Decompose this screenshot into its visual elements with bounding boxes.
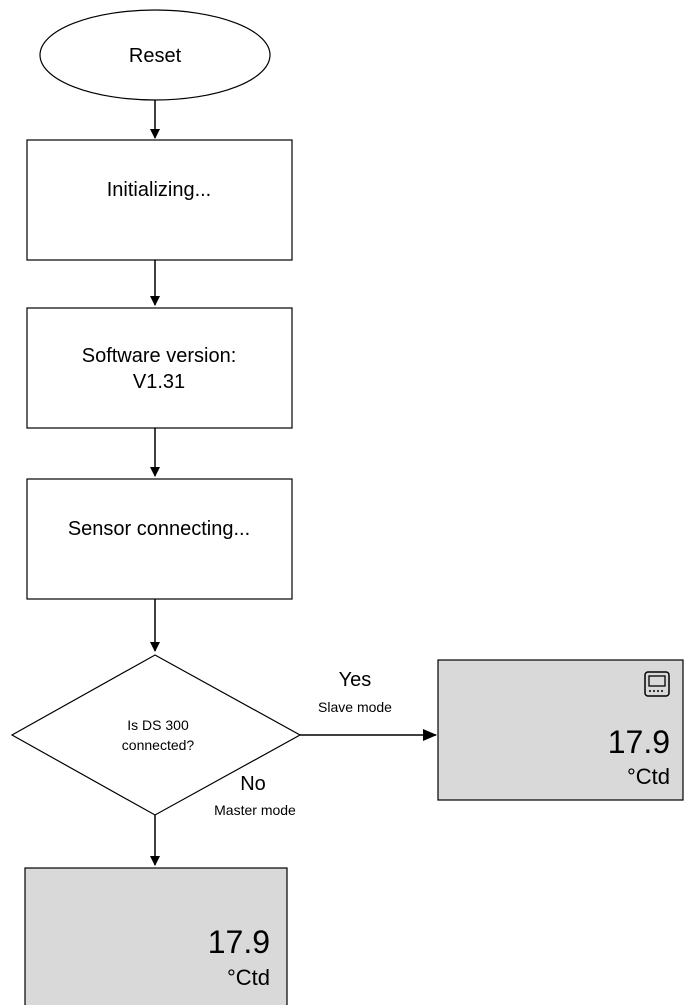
slave-mode-label: Slave mode bbox=[318, 699, 392, 715]
yes-label: Yes bbox=[339, 669, 372, 691]
display-master: 17.9 °Ctd bbox=[24, 867, 288, 1005]
display-slave: 17.9 °Ctd bbox=[437, 659, 684, 801]
initializing-label: Initializing... bbox=[107, 179, 212, 201]
decision-label-line1: Is DS 300 bbox=[127, 717, 189, 733]
start-label: Reset bbox=[129, 45, 182, 67]
device-icon bbox=[644, 671, 670, 697]
process-software-version: Software version: V1.31 bbox=[26, 307, 293, 429]
master-display-value: 17.9 bbox=[208, 924, 270, 960]
process-initializing: Initializing... bbox=[26, 139, 293, 261]
slave-display-unit: °Ctd bbox=[627, 764, 670, 789]
sensor-connecting-label: Sensor connecting... bbox=[68, 518, 250, 540]
decision-ds300-connected: Is DS 300 connected? bbox=[10, 654, 302, 816]
start-node: Reset bbox=[39, 9, 271, 101]
no-label: No bbox=[240, 773, 266, 795]
slave-display-value: 17.9 bbox=[608, 724, 670, 760]
software-version-label: Software version: bbox=[82, 345, 237, 367]
software-version-value: V1.31 bbox=[133, 371, 185, 393]
master-display-unit: °Ctd bbox=[227, 965, 270, 990]
decision-label-line2: connected? bbox=[122, 737, 195, 753]
master-mode-label: Master mode bbox=[214, 802, 296, 818]
process-sensor-connecting: Sensor connecting... bbox=[26, 478, 293, 600]
